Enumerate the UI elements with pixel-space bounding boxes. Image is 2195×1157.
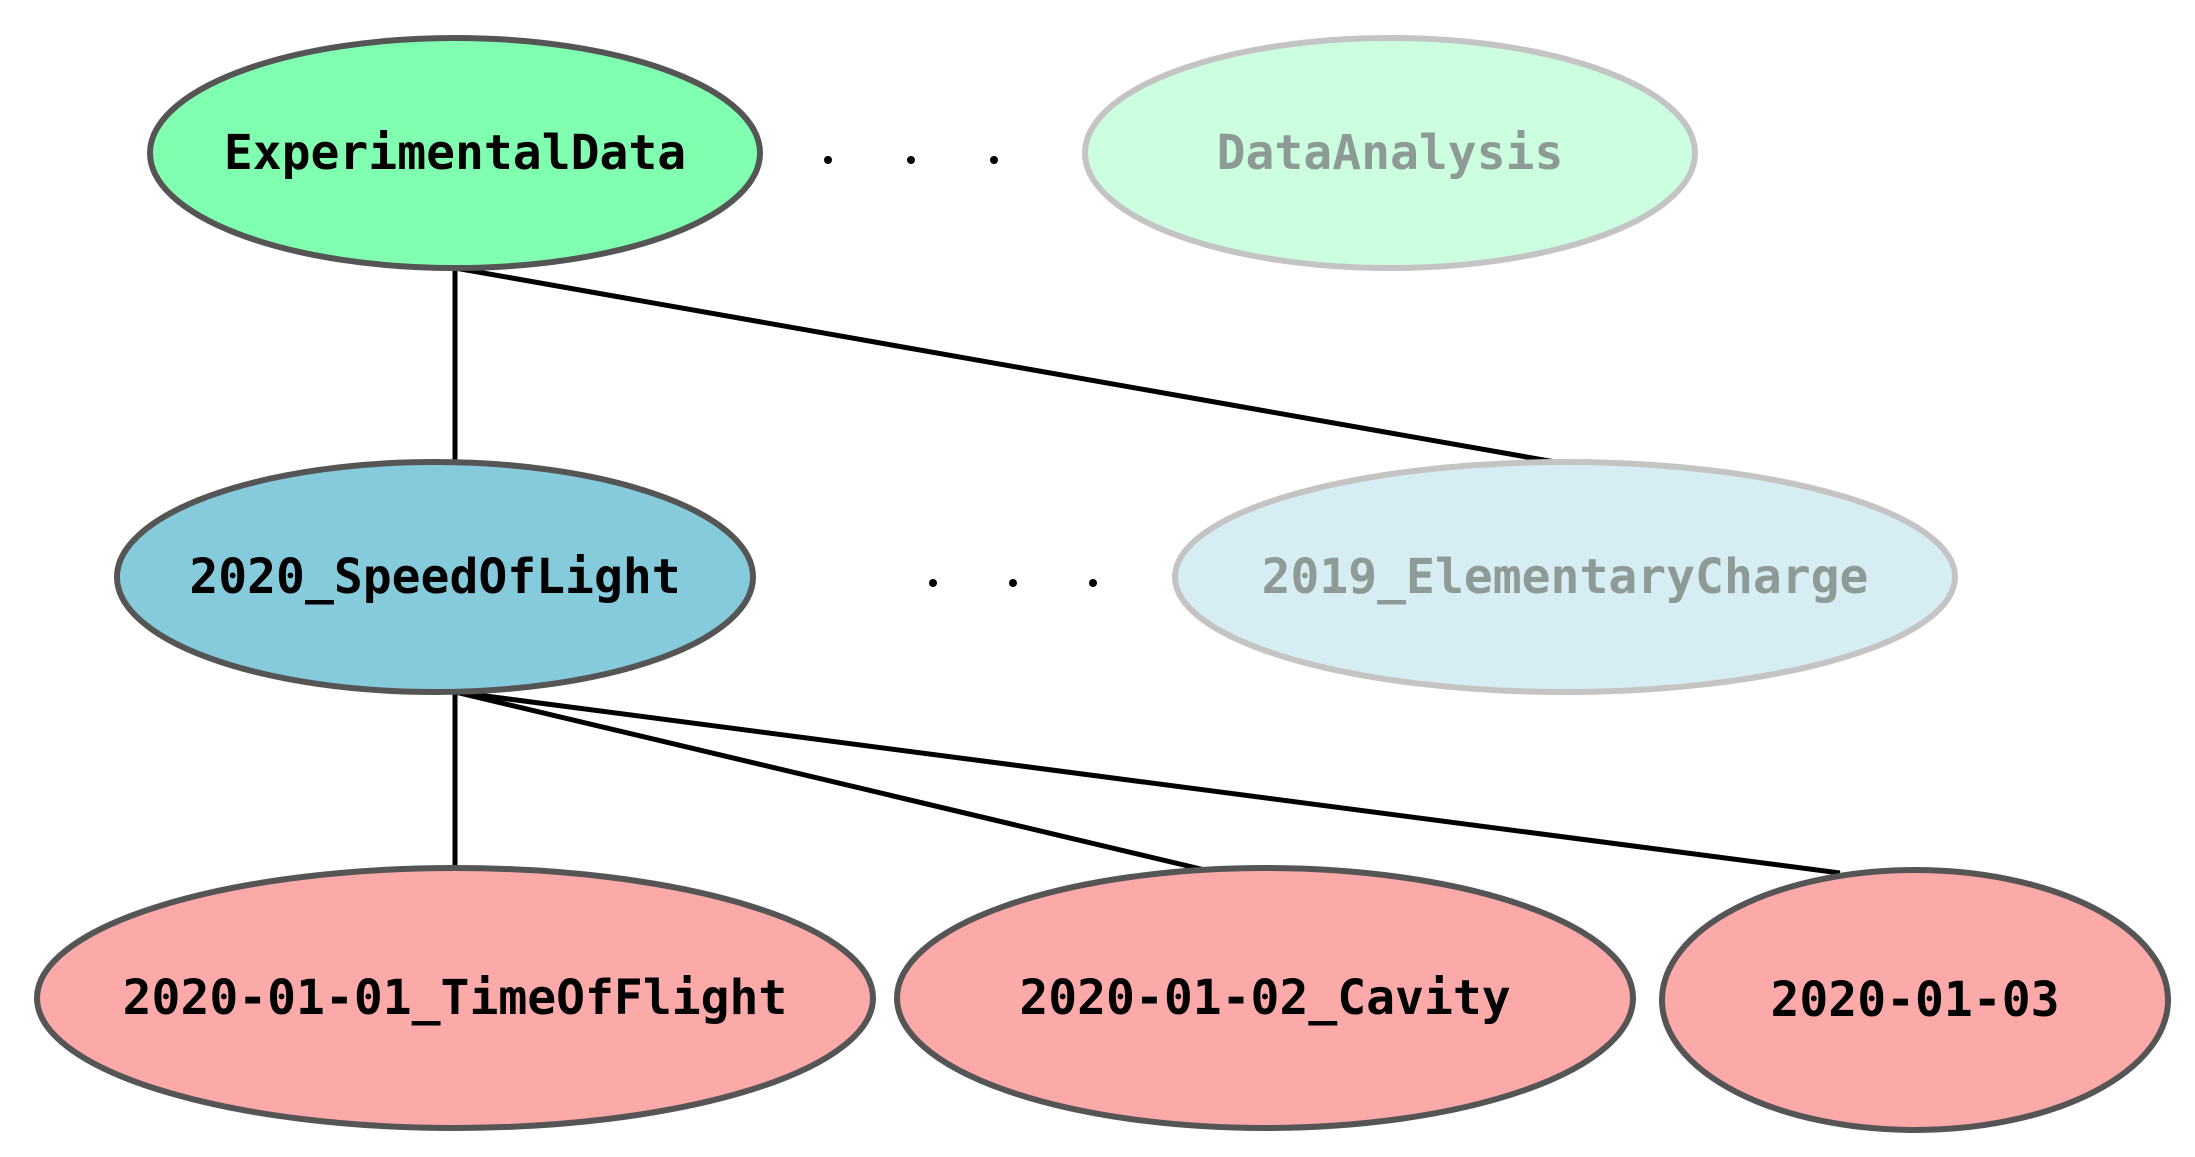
node-experimentaldata-shape bbox=[147, 35, 763, 271]
node-speedoflight-label: 2020_SpeedOfLight bbox=[189, 549, 680, 605]
node-20200103[interactable]: 2020-01-03 bbox=[1659, 867, 2171, 1133]
edge-speedoflight-20200103 bbox=[454, 689, 1841, 876]
node-20200103-shape bbox=[1659, 867, 2171, 1133]
node-experimentaldata[interactable]: ExperimentalData bbox=[147, 35, 763, 271]
node-timeofflight-shape bbox=[34, 865, 876, 1131]
ellipsis-row-2 bbox=[929, 579, 1097, 587]
node-cavity[interactable]: 2020-01-02_Cavity bbox=[894, 865, 1636, 1131]
node-elementarycharge[interactable]: 2019_ElementaryCharge bbox=[1172, 459, 1958, 695]
node-dataanalysis[interactable]: DataAnalysis bbox=[1082, 35, 1698, 271]
node-elementarycharge-label: 2019_ElementaryCharge bbox=[1262, 549, 1869, 605]
node-cavity-label: 2020-01-02_Cavity bbox=[1019, 970, 1510, 1026]
node-20200103-label: 2020-01-03 bbox=[1771, 972, 2060, 1028]
node-speedoflight[interactable]: 2020_SpeedOfLight bbox=[114, 459, 756, 695]
node-elementarycharge-shape bbox=[1172, 459, 1958, 695]
node-timeofflight-label: 2020-01-01_TimeOfFlight bbox=[123, 970, 788, 1026]
node-dataanalysis-label: DataAnalysis bbox=[1217, 125, 1564, 181]
node-timeofflight[interactable]: 2020-01-01_TimeOfFlight bbox=[34, 865, 876, 1131]
edge-experimentaldata-elementarycharge bbox=[454, 265, 1556, 465]
edges bbox=[452, 265, 1841, 876]
node-experimentaldata-label: ExperimentalData bbox=[224, 125, 686, 181]
edge-speedoflight-cavity bbox=[454, 689, 1206, 873]
node-speedoflight-shape bbox=[114, 459, 756, 695]
node-dataanalysis-shape bbox=[1082, 35, 1698, 271]
node-cavity-shape bbox=[894, 865, 1636, 1131]
ellipsis-row-1 bbox=[824, 156, 998, 164]
